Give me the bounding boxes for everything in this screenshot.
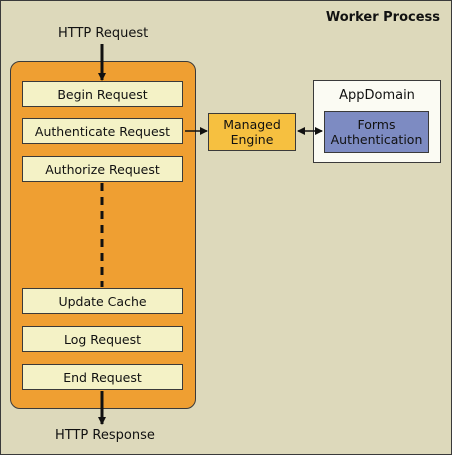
stage-authorize-request: Authorize Request	[22, 156, 183, 182]
forms-authentication-box: Forms Authentication	[324, 111, 429, 153]
managed-engine-line1: Managed	[223, 117, 281, 132]
forms-auth-line1: Forms	[357, 117, 396, 132]
stage-begin-request: Begin Request	[22, 81, 183, 107]
managed-engine-box: Managed Engine	[208, 113, 296, 151]
forms-auth-line2: Authentication	[330, 132, 423, 147]
stage-end-request: End Request	[22, 364, 183, 390]
http-request-label: HTTP Request	[58, 26, 149, 41]
stage-log-request: Log Request	[22, 326, 183, 352]
worker-process-label: Worker Process	[325, 10, 440, 25]
appdomain-label: AppDomain	[339, 88, 415, 103]
stage-update-cache: Update Cache	[22, 288, 183, 314]
stage-authenticate-request: Authenticate Request	[22, 118, 183, 144]
http-response-label: HTTP Response	[55, 428, 155, 443]
managed-engine-line2: Engine	[230, 132, 274, 147]
appdomain-box: AppDomain Forms Authentication	[313, 80, 441, 163]
